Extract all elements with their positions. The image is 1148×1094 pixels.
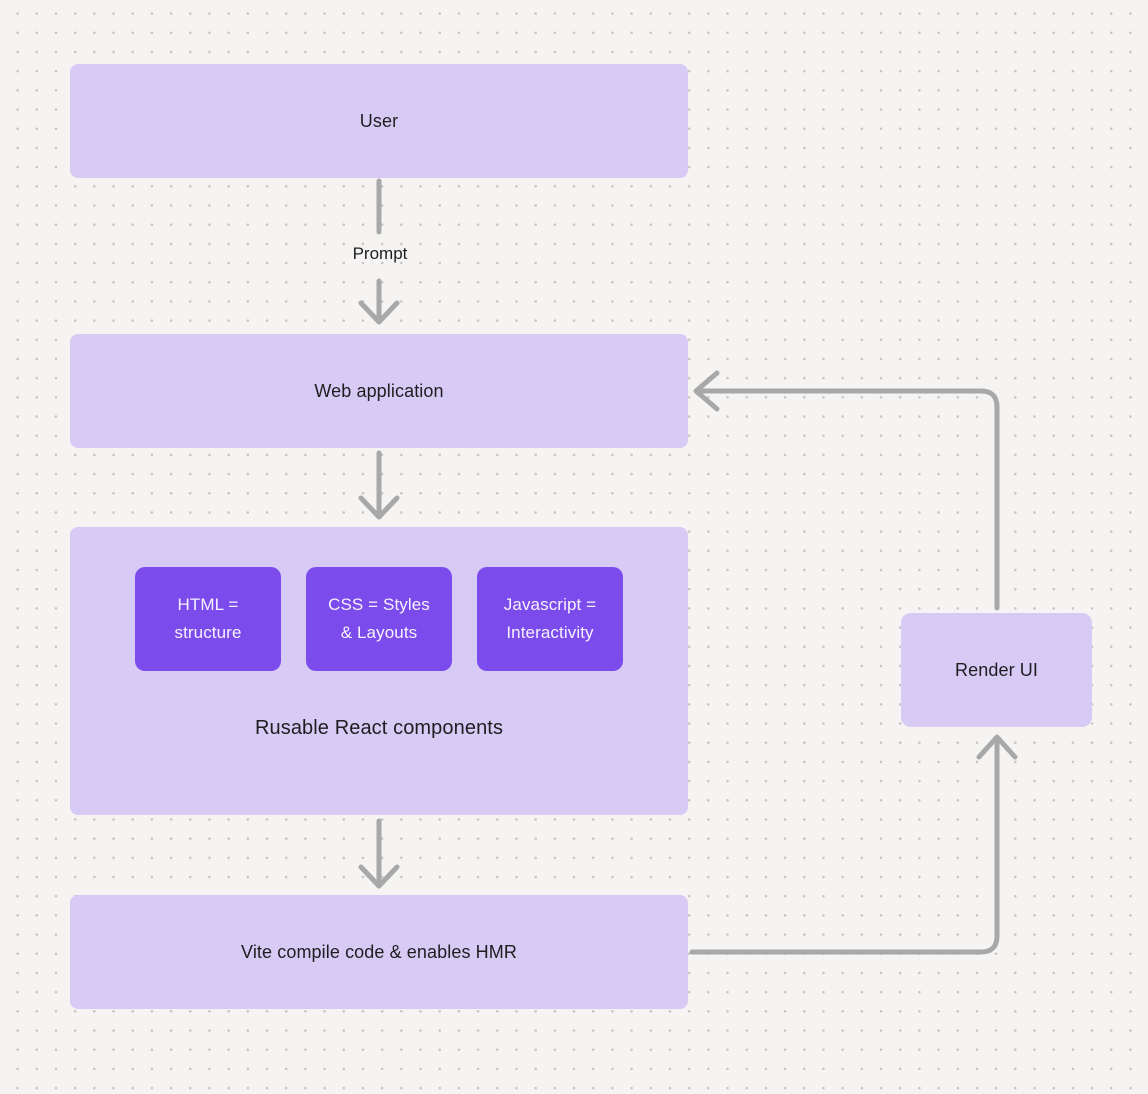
node-user[interactable]: User xyxy=(70,64,688,178)
edge-label-prompt: Prompt xyxy=(352,244,408,263)
arrowhead-left-into-webapp xyxy=(693,370,720,412)
edge-vite-line xyxy=(689,738,1000,955)
arrowhead-down-into-components xyxy=(358,495,400,520)
node-components-group[interactable]: HTML = structure CSS = Styles & Layouts … xyxy=(70,527,688,815)
edge-render-ui-line xyxy=(696,388,1000,611)
node-web-application[interactable]: Web application xyxy=(70,334,688,448)
node-vite[interactable]: Vite compile code & enables HMR xyxy=(70,895,688,1009)
component-javascript[interactable]: Javascript = Interactivity xyxy=(477,567,623,671)
component-javascript-label: Javascript = Interactivity xyxy=(503,594,597,642)
node-web-application-label: Web application xyxy=(314,380,444,401)
edge-vite-to-render-ui xyxy=(689,734,1018,955)
component-css[interactable]: CSS = Styles & Layouts xyxy=(306,567,452,671)
component-css-label: CSS = Styles & Layouts xyxy=(328,594,430,642)
node-vite-label: Vite compile code & enables HMR xyxy=(241,941,517,962)
edge-webapp-to-components xyxy=(358,450,400,520)
component-html-label: HTML = structure xyxy=(174,594,242,642)
arrowhead-up-into-render-ui xyxy=(976,734,1018,760)
edge-render-ui-to-webapp xyxy=(693,370,1000,611)
component-html[interactable]: HTML = structure xyxy=(135,567,281,671)
node-user-label: User xyxy=(359,110,399,131)
components-row: HTML = structure CSS = Styles & Layouts … xyxy=(135,567,623,671)
arrowhead-down-into-vite xyxy=(358,864,400,889)
arrowhead-down-into-webapp xyxy=(358,300,400,325)
node-render-ui-label: Render UI xyxy=(955,659,1038,680)
components-group-caption: Rusable React components xyxy=(254,717,504,739)
edge-components-to-vite xyxy=(358,818,400,889)
node-render-ui[interactable]: Render UI xyxy=(901,613,1092,727)
